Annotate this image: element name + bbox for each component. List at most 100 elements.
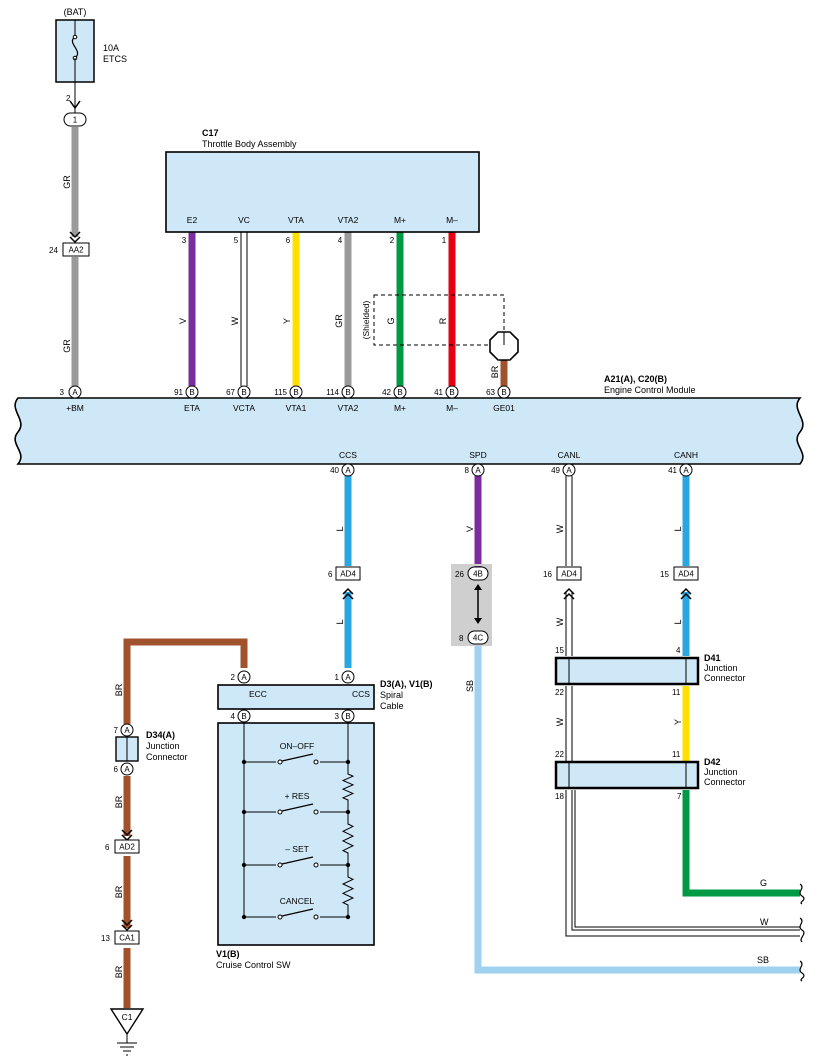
tb-pin-2: 6: [286, 236, 291, 245]
spiral-name-2: Cable: [380, 701, 404, 711]
spd-4b-oval: [467, 566, 489, 581]
d42-pin-tr: 11: [672, 750, 681, 759]
switch-blade-icon-2: [281, 856, 314, 865]
ecm-pin-2-letter: B: [293, 388, 298, 397]
spiral-top-pin-ccs-letter: A: [345, 673, 351, 682]
d34-bot-num: 6: [114, 765, 119, 774]
ecm-pin-bm-num: 3: [60, 388, 65, 397]
ecm-box: [14, 397, 804, 465]
ecm-bot-pin-1-letter: A: [475, 466, 481, 475]
d41-pin-bl: 22: [555, 688, 564, 697]
d41-pin-tr: 4: [676, 646, 681, 655]
wires: [71, 127, 800, 1008]
switch-node-r-2: [345, 862, 351, 868]
ecm-term-3: VTA2: [338, 403, 359, 413]
spiral-bot-pin-ccs-letter: B: [345, 712, 350, 721]
ecm-pin-3: [341, 385, 355, 399]
d34-ref: D34(A): [146, 730, 175, 740]
ecm-pin-5-letter: B: [449, 388, 454, 397]
shield-ground-icon: [489, 331, 519, 361]
ecm-pin-num-0: 91: [174, 388, 183, 397]
switch-node-r-1: [345, 809, 351, 815]
d42-line1: Junction: [704, 767, 738, 777]
switch-node-l-1: [241, 809, 247, 815]
tb-pin-1: 5: [234, 236, 239, 245]
cruise-sw-name: Cruise Control SW: [216, 960, 291, 970]
ecm-top-pin-group: A3+BMB91ETAB67VCTAB115VTA1B114VTA2B42M+B…: [60, 385, 515, 413]
wire-label-br-ge01: BR: [490, 365, 500, 378]
wire-label-br-3: BR: [114, 885, 124, 898]
resistor-icon-1: [341, 812, 355, 865]
wire-label-br-1: BR: [114, 683, 124, 696]
bat-label: (BAT): [64, 7, 87, 17]
d41-line1: Junction: [704, 663, 738, 673]
resistor-icon-2: [341, 865, 355, 917]
switch-gap-2: [276, 861, 320, 869]
ecm-term-0: ETA: [184, 403, 200, 413]
wire-label-tb-5: R: [438, 317, 448, 324]
tb-term-0: E2: [187, 215, 198, 225]
ecm-pin-0-letter: B: [189, 388, 194, 397]
spiral-ccs-term: CCS: [352, 689, 370, 699]
oval-pin-1: [63, 112, 87, 127]
fuse-arrow-icon: [69, 100, 81, 110]
ecm-name: Engine Control Module: [604, 385, 696, 395]
ad4-canl-label: AD4: [561, 570, 577, 579]
wire-label-gr-upper: GR: [62, 175, 72, 189]
switch-node-r-3: [345, 914, 351, 920]
wire-label-gr-lower: GR: [62, 339, 72, 353]
d41-pin-br: 11: [672, 688, 681, 697]
ecm-bot-pin-2: [562, 463, 576, 477]
switch-gap-3: [276, 913, 320, 921]
d42-ref: D42: [704, 757, 721, 767]
tb-term-2: VTA: [288, 215, 304, 225]
d42-box: [554, 760, 700, 790]
wire-label-br-4: BR: [114, 965, 124, 978]
ca1-box: [114, 930, 140, 945]
ecm-ref: A21(A), C20(B): [604, 374, 667, 384]
ecm-bot-pin-3: [679, 463, 693, 477]
d41-ref: D41: [704, 653, 721, 663]
ecm-pin-bm-letter: A: [72, 388, 78, 397]
resistor-group: [340, 762, 356, 917]
switch-blade-icon-0: [281, 753, 314, 762]
ad2-label: AD2: [119, 843, 135, 852]
wire-label-tb-0: V: [178, 318, 188, 324]
spiral-bot-pin-ecc-letter: B: [241, 712, 246, 721]
spiral-bot-num-ecc: 4: [231, 712, 236, 721]
shielded-label: (Shielded): [361, 300, 371, 339]
wire-label-l-canh-mid: L: [673, 619, 683, 624]
ecm-pin-num-1: 67: [226, 388, 235, 397]
wire-sb-spd: [474, 646, 800, 974]
spiral-ecc-term: ECC: [249, 689, 267, 699]
d34-bot-pin: [120, 762, 134, 776]
spd-4b-label: 4B: [473, 570, 483, 579]
d41-box: [554, 656, 700, 686]
switch-blade-icon-1: [281, 803, 314, 812]
d34-line2: Connector: [146, 752, 188, 762]
ad4-ccs-label: AD4: [340, 570, 356, 579]
ecm-bot-pin-num-0: 40: [330, 466, 339, 475]
wire-label-tb-1: W: [230, 316, 240, 325]
ecm-term-5: M–: [446, 403, 458, 413]
wire-label-y-canh: Y: [673, 719, 683, 725]
ecm-pin-num-5: 41: [434, 388, 443, 397]
wire-label-w-canl-d41: W: [555, 717, 565, 726]
ecm-pin-3-letter: B: [345, 388, 350, 397]
spd-arrows-icon: [474, 584, 482, 624]
wire-break-icons: [799, 883, 805, 982]
switch-contact-a-3: [277, 914, 283, 920]
switch-contact-a-2: [277, 862, 283, 868]
ecm-term-ge01: GE01: [493, 403, 515, 413]
ecm-pin-1: [237, 385, 251, 399]
tb-term-3: VTA2: [338, 215, 359, 225]
d34-top-pin: [120, 723, 134, 737]
spiral-top-num-ecc: 2: [231, 673, 236, 682]
d34-top-pin-letter: A: [124, 726, 130, 735]
wire-label-tb-4: G: [386, 317, 396, 324]
switch-contact-b-0: [313, 759, 319, 765]
